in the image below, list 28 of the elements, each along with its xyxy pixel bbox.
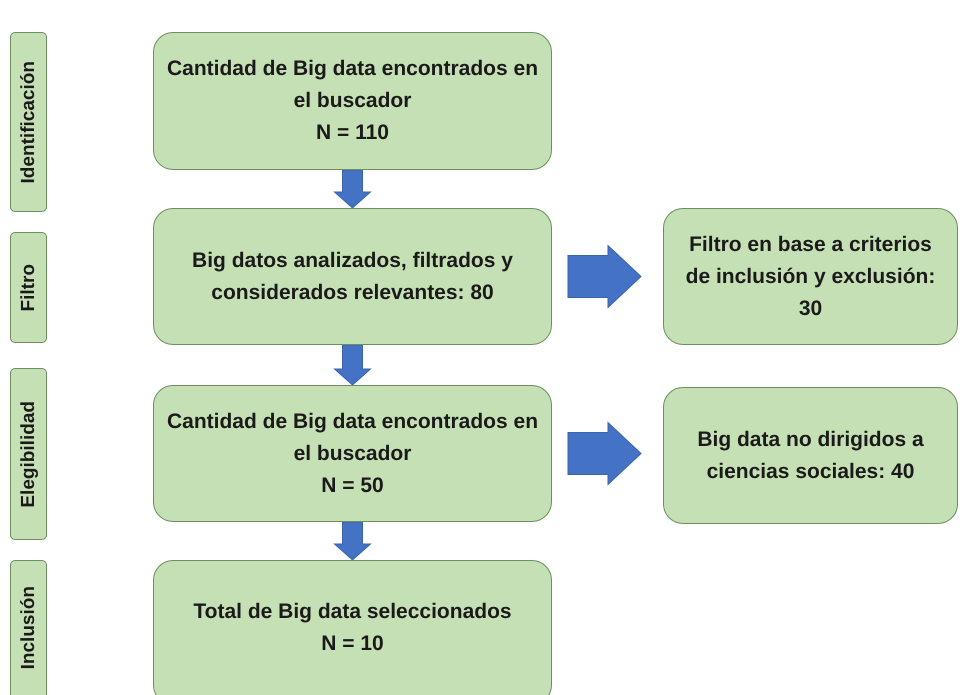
stage-label: Filtro [18,264,40,312]
box-text: N = 50 [321,472,384,498]
process-box [663,208,958,345]
process-box [153,32,552,170]
process-box [663,387,958,524]
process-box [153,208,552,345]
stage-label: Inclusión [18,586,40,670]
box-text: Big data no dirigidos a ciencias sociales: 40 [696,426,925,484]
block-arrow [333,522,372,561]
stage-label: Identificación [18,60,40,184]
box-text: Cantidad de Big data encontrados en el buscador [166,56,539,114]
stage-label-box [10,368,47,540]
block-arrow [568,244,642,309]
block-arrow [568,421,642,486]
block-arrow [333,170,372,209]
box-text: Cantidad de Big data encontrados en el buscador [166,408,539,466]
box-text: Filtro en base a criterios de inclusión y exclusión: 30 [684,232,936,322]
block-arrow [333,344,372,386]
stage-label-box [10,32,47,212]
stage-label-box [10,232,47,343]
process-box [153,385,552,522]
stage-label-box [10,560,47,695]
box-text: Big datos analizados, filtrados y considerados relevantes: 80 [191,248,514,306]
stage-label: Elegibilidad [18,400,40,508]
process-box [153,560,552,695]
box-text: N = 10 [321,630,384,656]
box-text: Total de Big data seleccionados [193,598,512,624]
box-text: N = 110 [316,120,389,146]
